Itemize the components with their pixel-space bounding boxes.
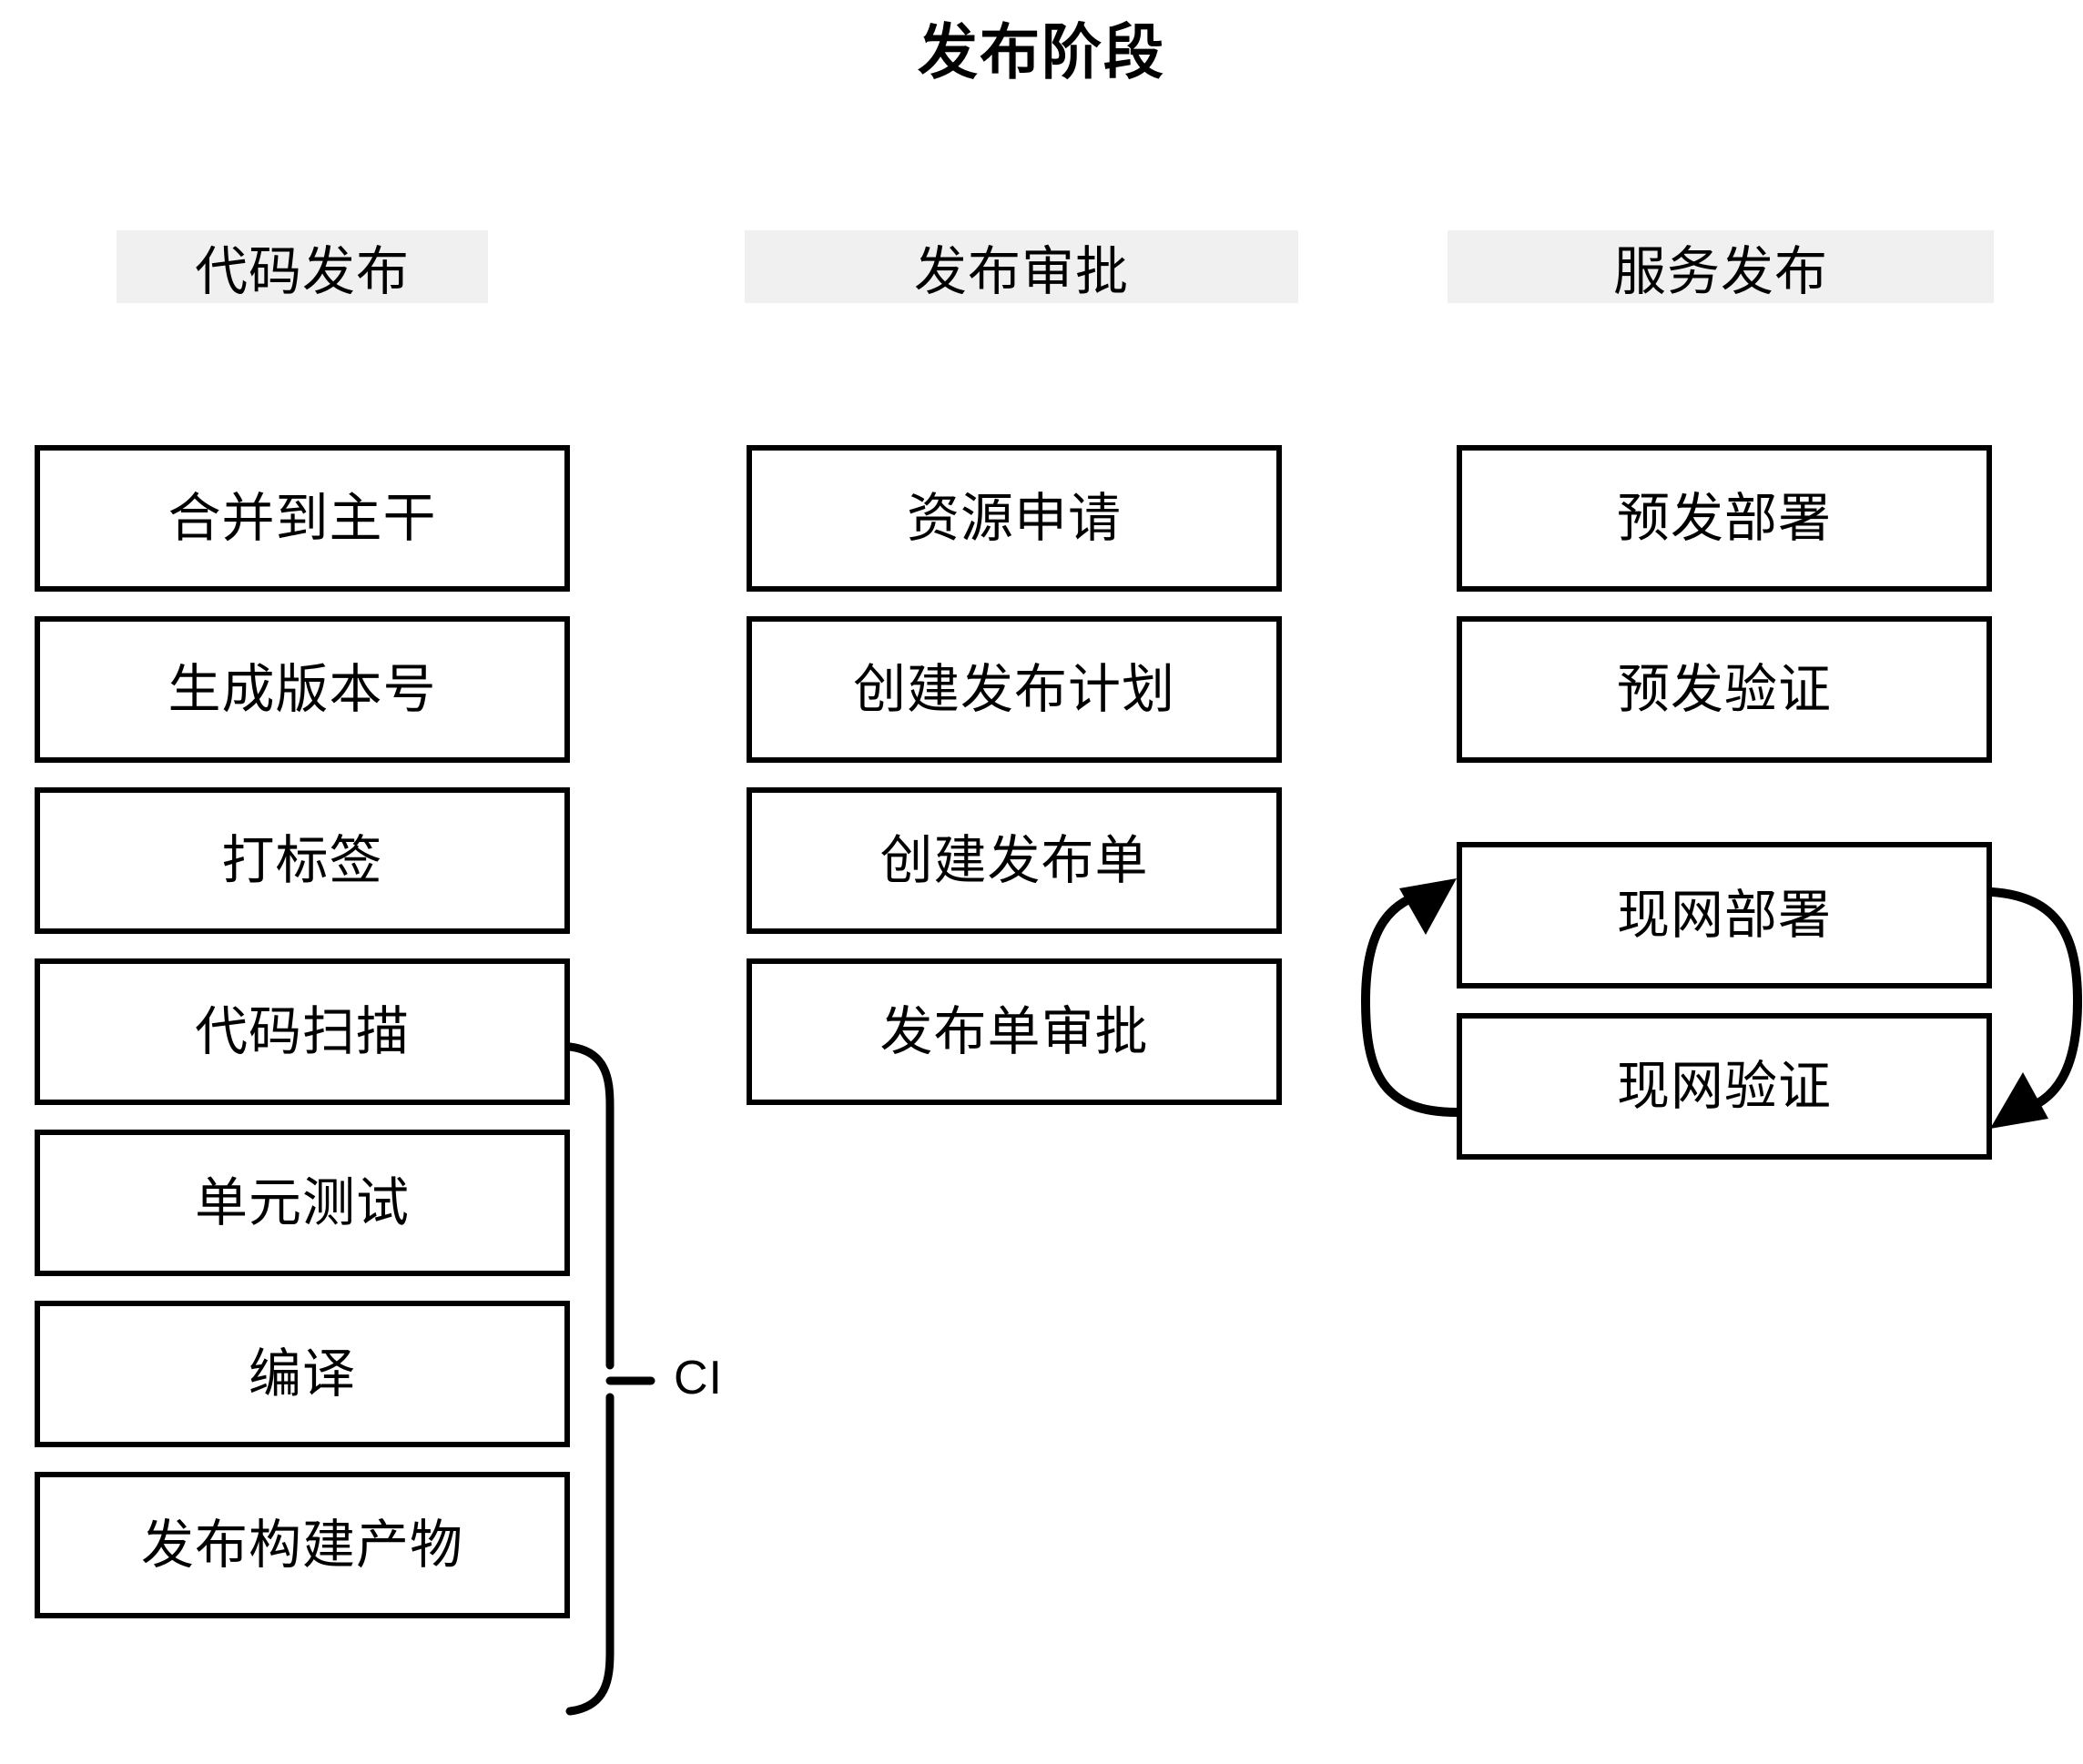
node-staging-verify[interactable]: 预发验证 (1457, 616, 1992, 763)
node-compile[interactable]: 编译 (35, 1301, 570, 1447)
loop-arrowhead-up (1399, 878, 1457, 935)
node-create-release-plan[interactable]: 创建发布计划 (747, 616, 1282, 763)
loop-arrow-deploy-to-verify (1987, 887, 2083, 1129)
loop-arrowhead-down (1990, 1072, 2048, 1129)
node-merge-to-trunk[interactable]: 合并到主干 (35, 445, 570, 592)
ci-label: CI (674, 1352, 723, 1404)
page-title: 发布阶段 (918, 18, 1165, 86)
node-production-verify[interactable]: 现网验证 (1457, 1013, 1992, 1160)
node-production-deploy[interactable]: 现网部署 (1457, 842, 1992, 988)
node-publish-artifacts[interactable]: 发布构建产物 (35, 1472, 570, 1618)
node-resource-request[interactable]: 资源申请 (747, 445, 1282, 592)
node-staging-deploy[interactable]: 预发部署 (1457, 445, 1992, 592)
column-header-service-release: 服务发布 (1448, 230, 1994, 303)
node-create-release-order[interactable]: 创建发布单 (747, 787, 1282, 934)
column-header-code-release: 代码发布 (117, 230, 488, 303)
column-header-release-approval: 发布审批 (745, 230, 1298, 303)
ci-bracket (565, 1042, 655, 1716)
node-code-scan[interactable]: 代码扫描 (35, 958, 570, 1105)
node-unit-test[interactable]: 单元测试 (35, 1130, 570, 1276)
loop-arrow-verify-to-deploy (1360, 878, 1461, 1117)
node-release-order-approval[interactable]: 发布单审批 (747, 958, 1282, 1105)
node-generate-version[interactable]: 生成版本号 (35, 616, 570, 763)
node-tag[interactable]: 打标签 (35, 787, 570, 934)
